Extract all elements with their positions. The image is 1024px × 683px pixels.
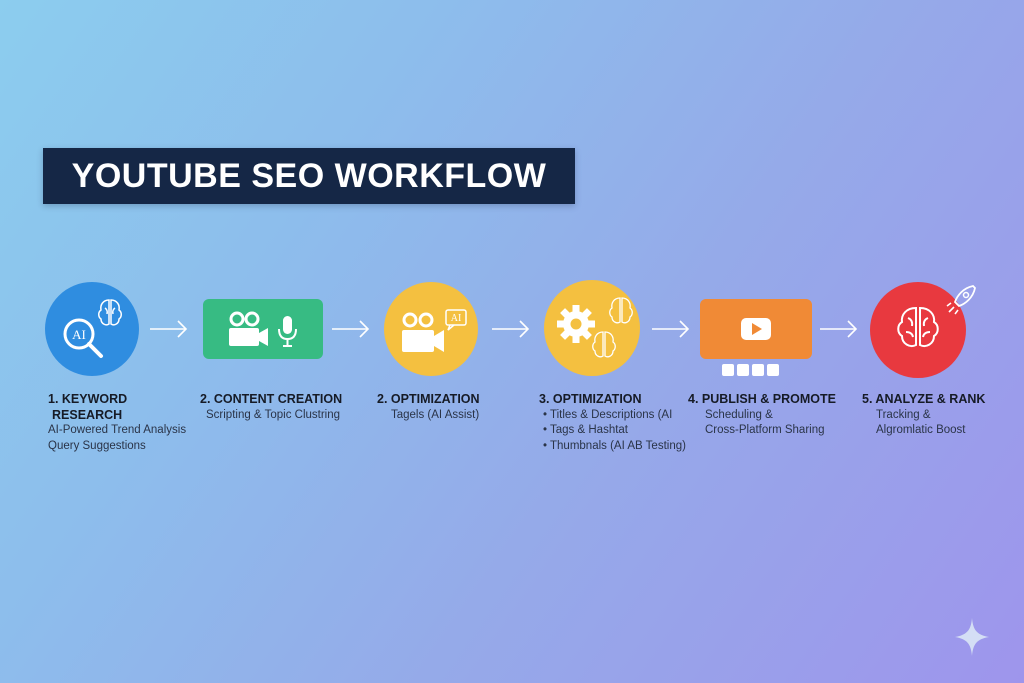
rocket-icon — [946, 285, 976, 315]
step-optimization-tags: 2. OPTIMIZATION Tagels (AI Assist) — [377, 392, 480, 423]
svg-text:AI: AI — [451, 313, 462, 324]
arrow-right-icon — [820, 320, 858, 338]
step-detail: AI-Powered Trend Analysis — [48, 424, 187, 436]
brain-icon — [897, 306, 939, 347]
arrow-right-icon — [492, 320, 530, 338]
page-title: YOUTUBE SEO WORKFLOW — [71, 156, 547, 195]
twitter-icon — [737, 364, 749, 376]
step-publish-promote: 4. PUBLISH & PROMOTE Scheduling & Cross-… — [688, 392, 836, 439]
step-detail: Scheduling & — [705, 408, 773, 421]
title-banner: YOUTUBE SEO WORKFLOW — [43, 148, 575, 204]
step-heading: 2. OPTIMIZATION — [377, 392, 480, 406]
step-detail: Cross-Platform Sharing — [705, 424, 825, 436]
optimization-tags-icon: AI — [384, 282, 478, 376]
video-camera-microphone-icon — [229, 311, 297, 347]
step-detail: Algromlatic Boost — [876, 424, 966, 436]
social-icons — [722, 364, 779, 376]
gear-icon — [557, 305, 595, 343]
share-icon — [767, 364, 779, 376]
gear-brain-icon — [557, 297, 633, 358]
step-analyze-rank: 5. ANALYZE & RANK Tracking & Algromlatic… — [862, 392, 985, 439]
twitter-icon — [752, 364, 764, 376]
step-bullet: Tags & Hashtat — [543, 423, 686, 439]
youtube-play-icon — [741, 318, 771, 340]
step-bullet: Titles & Descriptions (AI — [543, 408, 686, 424]
analyze-rank-icon — [870, 282, 966, 378]
brain-icon — [592, 297, 633, 358]
content-creation-icon — [203, 299, 323, 359]
ai-search-icon: AI — [63, 299, 122, 358]
step-heading: RESEARCH — [52, 407, 123, 422]
step-content-creation: 2. CONTENT CREATION Scripting & Topic Cl… — [200, 392, 342, 423]
video-camera-ai-icon: AI — [402, 309, 467, 352]
step-heading: 1. KEYWORD — [48, 392, 128, 406]
step-heading: 4. PUBLISH & PROMOTE — [688, 392, 836, 406]
step-detail: Query Suggestions — [48, 439, 146, 452]
step-heading: 2. CONTENT CREATION — [200, 392, 343, 406]
publish-promote-icon — [700, 299, 812, 359]
step-detail: Scripting & Topic Clustring — [206, 408, 341, 421]
svg-text:AI: AI — [72, 327, 86, 342]
step-heading: 3. OPTIMIZATION — [539, 392, 642, 406]
arrow-right-icon — [652, 320, 690, 338]
step-bullet: Thumbnals (AI AB Testing) — [543, 439, 686, 455]
keyword-research-icon: AI — [45, 282, 139, 376]
optimization-metadata-icon — [544, 280, 640, 376]
sparkle-icon — [955, 618, 989, 656]
step-detail: Tagels (AI Assist) — [391, 408, 480, 421]
step-keyword-research: 1. KEYWORD RESEARCH AI-Powered Trend Ana… — [48, 392, 186, 454]
arrow-right-icon — [150, 320, 188, 338]
step-heading: 5. ANALYZE & RANK — [862, 392, 986, 406]
arrow-right-icon — [332, 320, 370, 338]
step-detail: Tracking & — [876, 408, 931, 421]
step-optimization-metadata: 3. OPTIMIZATION Titles & Descriptions (A… — [539, 392, 686, 454]
facebook-icon — [722, 364, 734, 376]
